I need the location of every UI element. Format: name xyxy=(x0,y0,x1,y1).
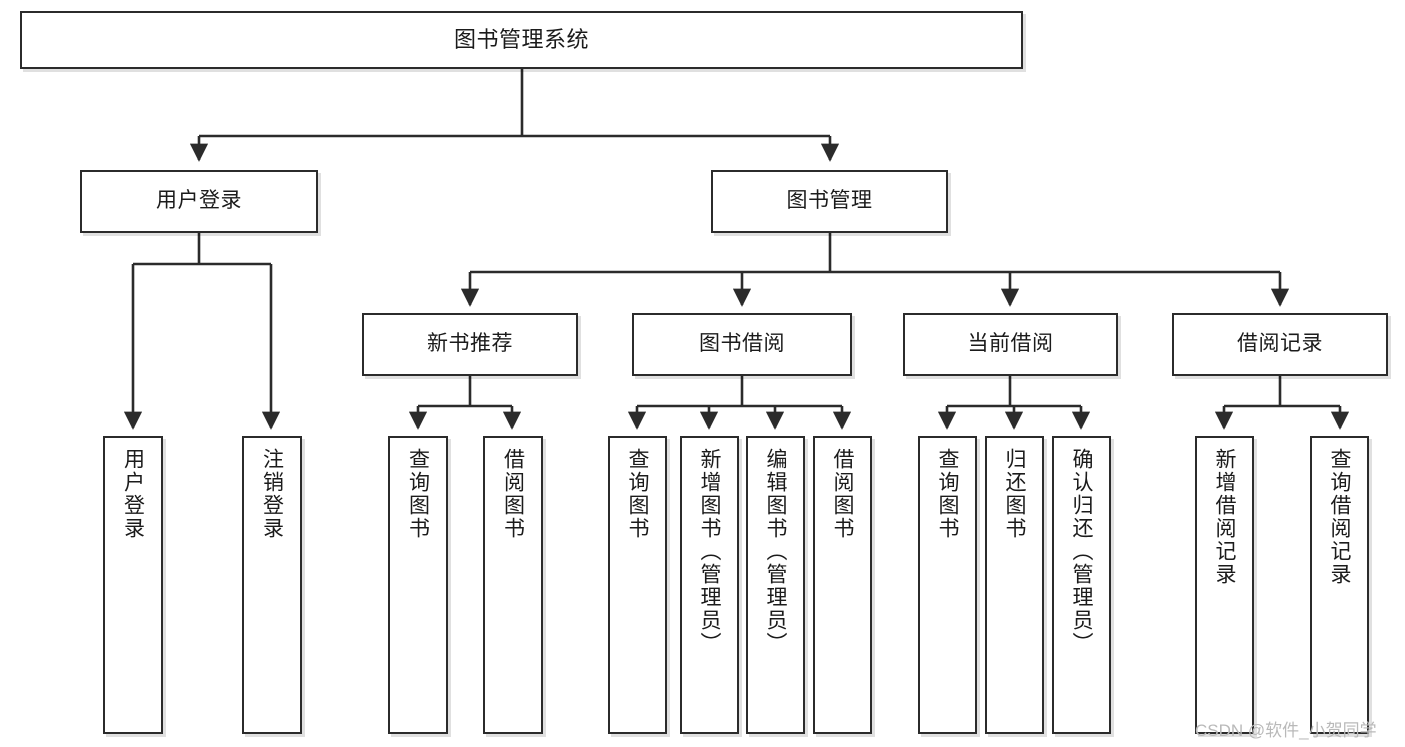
node-book-manage-label: 图书管理 xyxy=(786,189,873,213)
node-book-borrow-label: 图书借阅 xyxy=(699,332,785,356)
node-leaf-logout[interactable]: 注销登录 xyxy=(242,436,302,734)
node-user-login[interactable]: 用户登录 xyxy=(80,170,318,233)
node-root[interactable]: 图书管理系统 xyxy=(20,11,1023,69)
node-leaf-borrow-book-2-label: 借阅图书 xyxy=(831,448,854,540)
node-leaf-add-record[interactable]: 新增借阅记录 xyxy=(1195,436,1254,734)
node-leaf-user-login[interactable]: 用户登录 xyxy=(103,436,163,734)
node-leaf-add-record-label: 新增借阅记录 xyxy=(1213,448,1236,586)
node-leaf-query-book-3[interactable]: 查询图书 xyxy=(918,436,977,734)
node-leaf-add-book-label: 新增图书（管理员） xyxy=(698,448,721,655)
node-current-borrow[interactable]: 当前借阅 xyxy=(903,313,1118,376)
node-new-book-rec-label: 新书推荐 xyxy=(427,332,513,356)
node-leaf-borrow-book-2[interactable]: 借阅图书 xyxy=(813,436,872,734)
node-leaf-logout-label: 注销登录 xyxy=(260,448,284,540)
node-leaf-query-book-1[interactable]: 查询图书 xyxy=(388,436,448,734)
node-leaf-query-book-3-label: 查询图书 xyxy=(936,448,959,540)
node-leaf-user-login-label: 用户登录 xyxy=(121,448,145,540)
watermark-text: CSDN @软件_小贺同学 xyxy=(1195,721,1377,740)
node-user-login-label: 用户登录 xyxy=(156,189,242,213)
node-leaf-borrow-book-1-label: 借阅图书 xyxy=(501,448,525,540)
node-leaf-return-book-label: 归还图书 xyxy=(1003,448,1026,540)
node-leaf-query-record-label: 查询借阅记录 xyxy=(1328,448,1351,586)
node-leaf-edit-book[interactable]: 编辑图书（管理员） xyxy=(746,436,805,734)
node-leaf-add-book[interactable]: 新增图书（管理员） xyxy=(680,436,739,734)
node-leaf-borrow-book-1[interactable]: 借阅图书 xyxy=(483,436,543,734)
node-leaf-query-book-1-label: 查询图书 xyxy=(406,448,430,540)
node-borrow-record-label: 借阅记录 xyxy=(1237,332,1323,356)
node-root-label: 图书管理系统 xyxy=(453,27,589,53)
node-leaf-return-book[interactable]: 归还图书 xyxy=(985,436,1044,734)
node-leaf-confirm-return[interactable]: 确认归还（管理员） xyxy=(1052,436,1111,734)
node-leaf-confirm-return-label: 确认归还（管理员） xyxy=(1070,448,1093,655)
node-leaf-edit-book-label: 编辑图书（管理员） xyxy=(764,448,787,655)
node-borrow-record[interactable]: 借阅记录 xyxy=(1172,313,1388,376)
node-book-borrow[interactable]: 图书借阅 xyxy=(632,313,852,376)
node-current-borrow-label: 当前借阅 xyxy=(967,332,1054,356)
node-new-book-rec[interactable]: 新书推荐 xyxy=(362,313,578,376)
node-leaf-query-book-2-label: 查询图书 xyxy=(626,448,649,540)
node-leaf-query-record[interactable]: 查询借阅记录 xyxy=(1310,436,1369,734)
node-leaf-query-book-2[interactable]: 查询图书 xyxy=(608,436,667,734)
node-book-manage[interactable]: 图书管理 xyxy=(711,170,948,233)
